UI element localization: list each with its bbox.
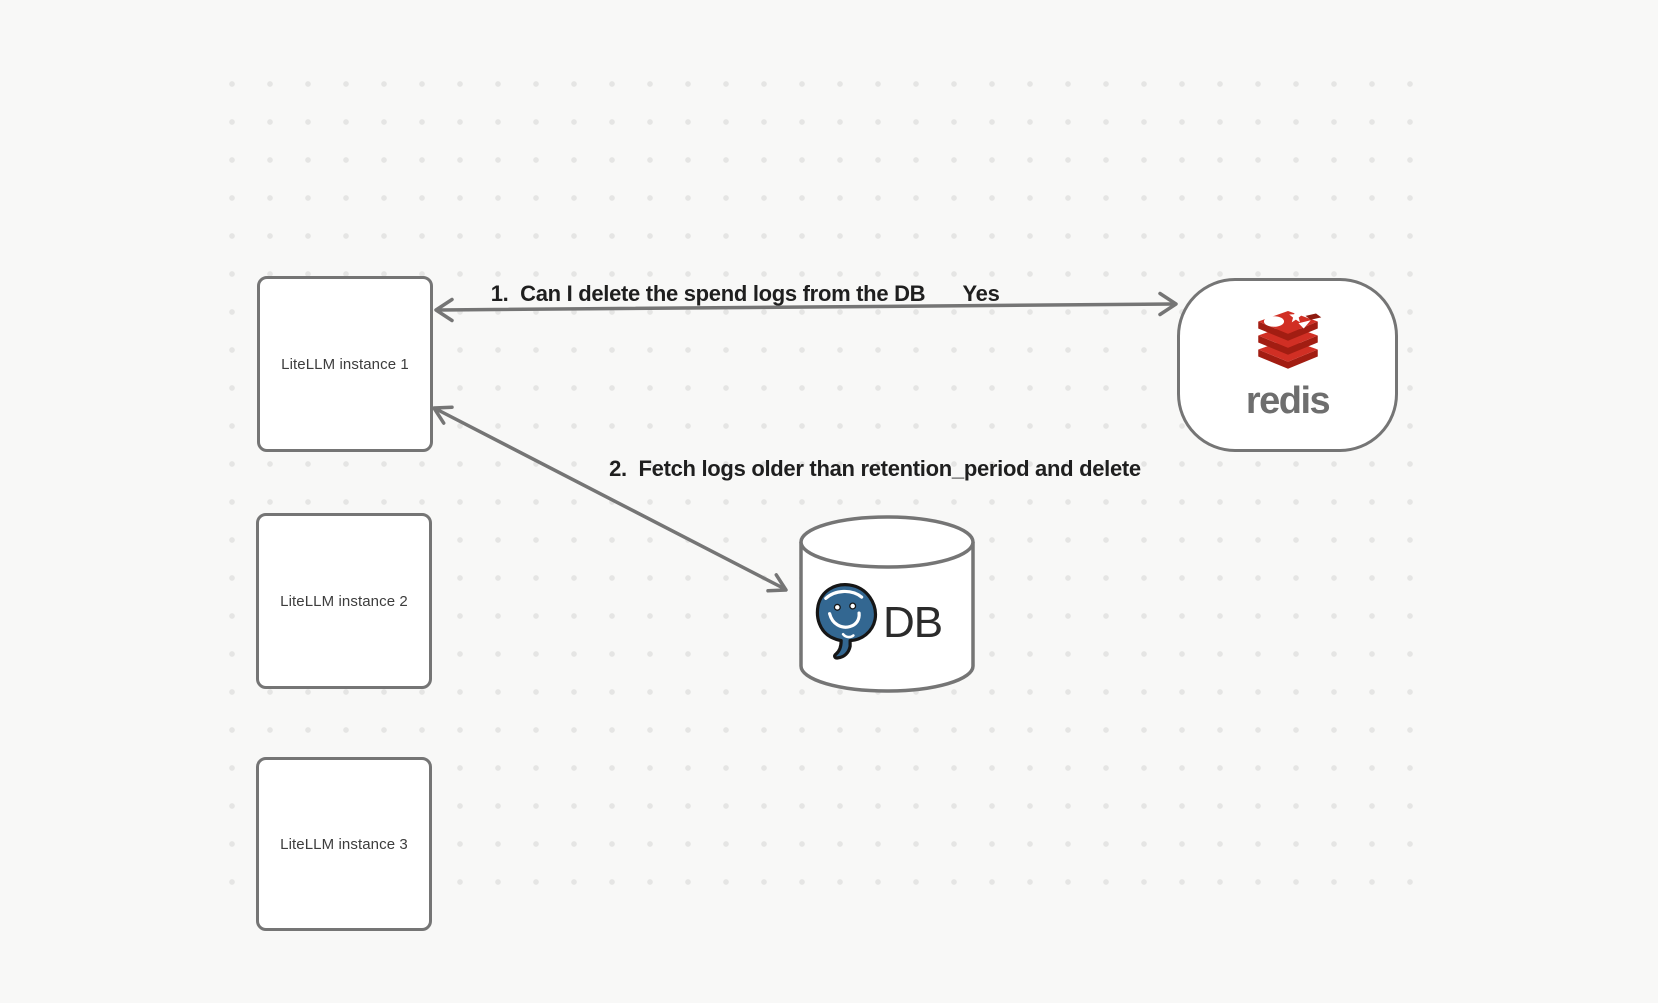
postgresql-elephant-icon [815, 583, 878, 660]
redis-disc [1263, 316, 1284, 327]
db-cylinder-top [799, 515, 975, 569]
redis-triangle [1298, 320, 1311, 329]
litellm-instance-1-label: LiteLLM instance 1 [281, 355, 409, 373]
redis-cube-notch [1305, 313, 1321, 320]
redis-wordmark: redis [1245, 380, 1331, 422]
edge1-label[interactable]: 1. Can I delete the spend logs from the … [490, 281, 926, 306]
redis-star [1288, 311, 1303, 323]
node-litellm-instance-1[interactable]: LiteLLM instance 1 [257, 276, 433, 452]
arrowhead-edge1-left [434, 297, 454, 323]
node-litellm-instance-2[interactable]: LiteLLM instance 2 [256, 513, 432, 689]
edge1-response-label[interactable]: Yes [962, 281, 1000, 306]
arrowhead-edge2-bottom [766, 573, 788, 593]
arrowhead-edge1-right [1158, 291, 1178, 317]
edge-fetch-logs[interactable] [436, 408, 785, 590]
db-label: DB [883, 598, 942, 647]
edge2-label[interactable]: 2. Fetch logs older than retention_perio… [609, 456, 1141, 481]
litellm-instance-2-label: LiteLLM instance 2 [280, 592, 408, 610]
node-db[interactable]: DB [797, 515, 977, 695]
redis-stack-logo-icon [1257, 311, 1321, 369]
node-litellm-instance-3[interactable]: LiteLLM instance 3 [256, 757, 432, 931]
arrowhead-edge2-top [432, 405, 454, 425]
node-redis[interactable]: redis [1177, 278, 1398, 452]
edge-spend-logs-question[interactable] [437, 302, 1175, 312]
litellm-instance-3-label: LiteLLM instance 3 [280, 835, 408, 853]
